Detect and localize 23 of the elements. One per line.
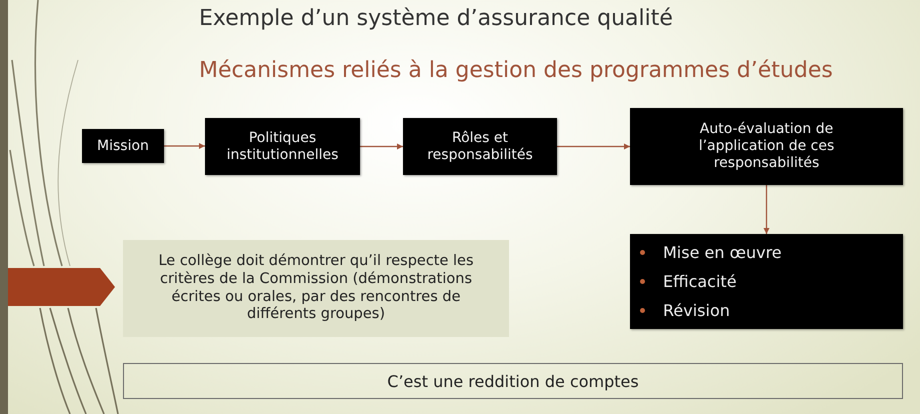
pentagon-banner: [8, 268, 115, 306]
note-box: [123, 240, 509, 337]
subtitle: Mécanismes reliés à la gestion des programmes d’études: [199, 58, 833, 83]
arrow: [164, 143, 205, 149]
list-box: [630, 234, 903, 329]
summary-box: [123, 363, 903, 399]
box-text: Mission: [97, 138, 149, 154]
box-text: Le collège doit démontrer qu’il respecte les critères de la Commission (démonstrations écrites ou orales, par des rencontres de différents groupes): [157, 253, 475, 324]
arrow: [360, 144, 403, 150]
box-text: Auto-évaluation de l’application de ces responsabilités: [698, 121, 836, 172]
list-item-text: Efficacité: [663, 272, 737, 292]
process-box: [403, 118, 557, 175]
box-text: Rôles et responsabilités: [426, 130, 534, 164]
process-box: [205, 118, 360, 175]
process-box: [630, 108, 903, 185]
box-text: Politiques institutionnelles: [226, 130, 340, 164]
process-box: [82, 129, 164, 163]
title: Exemple d’un système d’assurance qualité: [199, 6, 673, 31]
list-item-text: Mise en œuvre: [663, 242, 782, 262]
box-text: C’est une reddition de comptes: [387, 372, 639, 390]
list-item-text: Révision: [663, 301, 730, 320]
arrow: [557, 144, 630, 150]
arrow: [764, 185, 770, 234]
